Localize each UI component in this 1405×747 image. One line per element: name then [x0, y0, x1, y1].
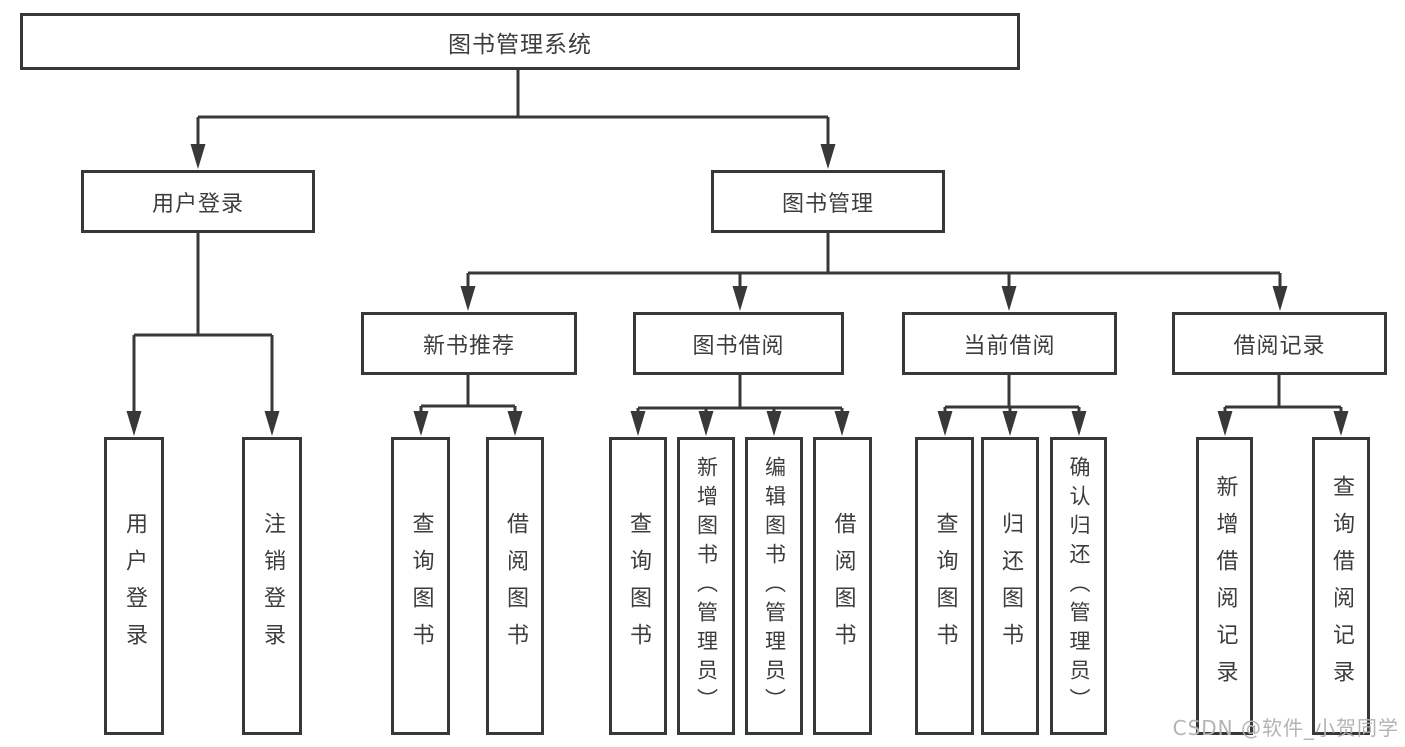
leaf-query-borrow-record: 查询借阅记录 [1312, 437, 1370, 735]
leaf-query-book-current: 查询图书 [915, 437, 974, 735]
leaf-edit-book-admin: 编辑图书（管理员） [745, 437, 803, 735]
leaf-borrow-book: 借阅图书 [813, 437, 872, 735]
leaf-add-book-admin: 新增图书（管理员） [677, 437, 735, 735]
node-user-login-module: 用户登录 [81, 170, 315, 233]
leaf-add-borrow-record: 新增借阅记录 [1196, 437, 1253, 735]
leaf-user-login: 用户登录 [104, 437, 164, 735]
node-new-book-recommend: 新书推荐 [361, 312, 577, 375]
leaf-borrow-book-recommend: 借阅图书 [486, 437, 544, 735]
arrowheads [126, 144, 1349, 436]
leaf-confirm-return-admin: 确认归还（管理员） [1050, 437, 1107, 735]
node-root-system: 图书管理系统 [20, 13, 1020, 70]
node-book-management-module: 图书管理 [711, 170, 945, 233]
leaf-query-book-recommend: 查询图书 [391, 437, 450, 735]
leaf-query-book-borrow: 查询图书 [609, 437, 667, 735]
node-borrowing-records: 借阅记录 [1172, 312, 1387, 375]
node-book-borrowing: 图书借阅 [633, 312, 844, 375]
node-current-borrowing: 当前借阅 [902, 312, 1117, 375]
leaf-logout: 注销登录 [242, 437, 302, 735]
leaf-return-book: 归还图书 [981, 437, 1039, 735]
